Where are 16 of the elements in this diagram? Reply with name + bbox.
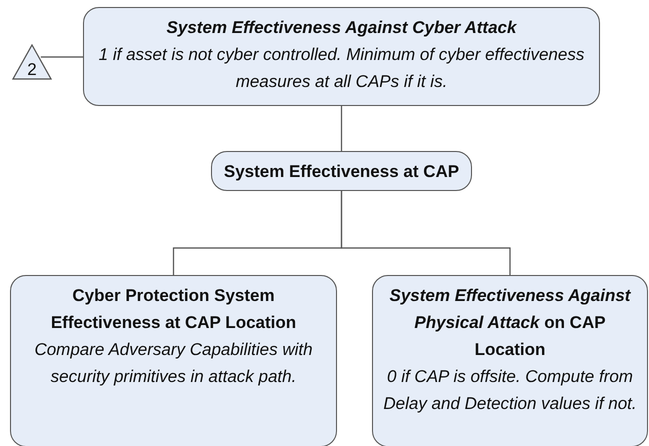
box-heading: System Effectiveness Against Physical Attack on CAP Location (388, 285, 632, 361)
connector-line (340, 191, 511, 275)
callout-triangle (12, 44, 52, 80)
box-description: 1 if asset is not cyber controlled. Minimum of cyber effectiveness measures at all CAPs if it is. (98, 44, 586, 93)
process-box (10, 275, 337, 446)
box-heading: System Effectiveness Against Cyber Attack (166, 17, 516, 39)
process-box (211, 151, 472, 191)
box-description: Compare Adversary Capabilities with security primitives in attack path. (33, 339, 314, 388)
connector-line (40, 56, 83, 58)
box-heading: System Effectiveness at CAP (224, 160, 460, 182)
connector-line (340, 106, 342, 151)
process-box (83, 7, 600, 106)
process-box (372, 275, 648, 446)
box-heading: Cyber Protection System Effectiveness at CAP Location (50, 285, 298, 334)
box-description: 0 if CAP is offsite. Compute from Delay and Detection values if not. (382, 366, 638, 415)
callout-number: 2 (27, 61, 37, 78)
